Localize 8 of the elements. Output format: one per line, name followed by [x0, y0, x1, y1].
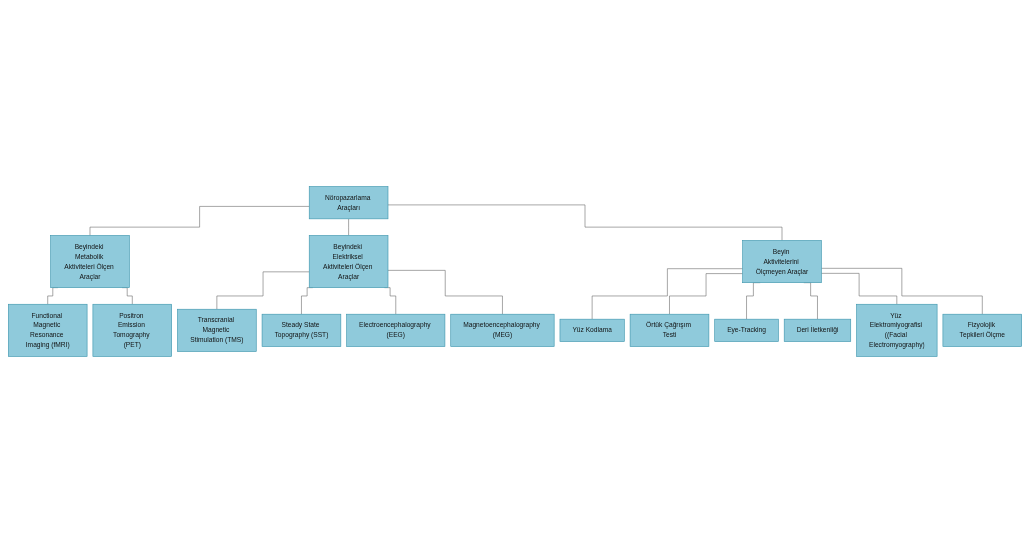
connector: [387, 270, 503, 315]
connector: [591, 268, 743, 320]
connector: [821, 273, 898, 305]
connector: [89, 206, 310, 236]
connector: [821, 268, 983, 315]
connector: [387, 204, 783, 241]
connector: [669, 273, 743, 315]
connector: [348, 218, 349, 236]
